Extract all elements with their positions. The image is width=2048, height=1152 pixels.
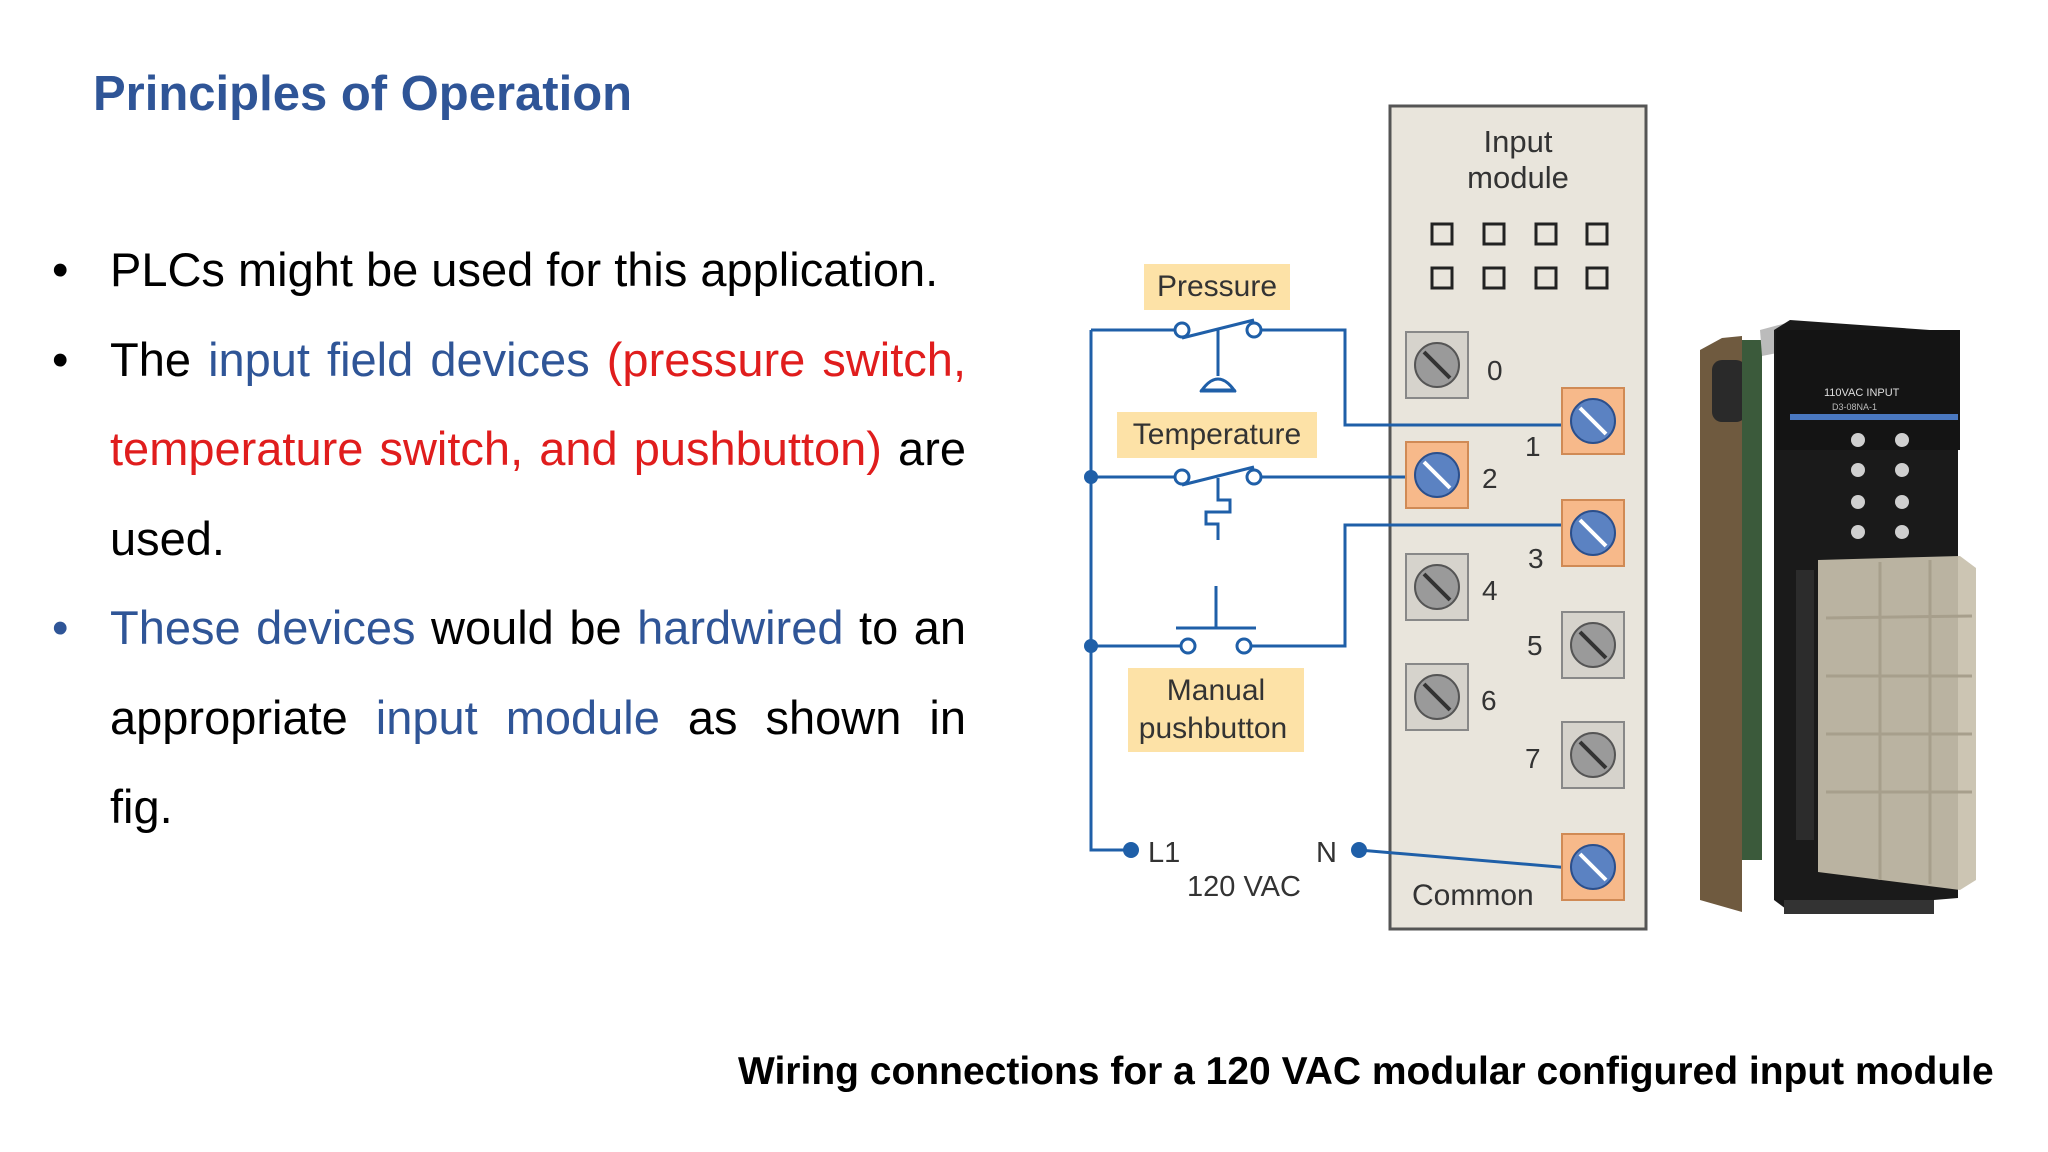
bullet-item: These devices would be hardwired to an a…	[46, 583, 966, 852]
bullet-item: PLCs might be used for this application.	[46, 225, 966, 315]
bullet-text-segment: input module	[375, 690, 660, 744]
terminal-4	[1405, 553, 1469, 621]
photo-module-label: 110VAC INPUT	[1824, 387, 1900, 399]
terminal-0	[1405, 331, 1469, 399]
bullet-text-segment: as shown in fig.	[110, 690, 966, 834]
terminal-6	[1405, 663, 1469, 731]
terminal-number: 3	[1528, 543, 1544, 574]
input-module-label: Input	[1484, 124, 1553, 159]
terminal-number: 1	[1525, 431, 1541, 462]
terminal-number: 0	[1487, 355, 1503, 386]
slide-title: Principles of Operation	[93, 67, 633, 121]
terminal-number: 7	[1525, 743, 1541, 774]
manual-pushbutton-label-box	[1128, 668, 1304, 752]
manual-pushbutton-label: pushbutton	[1139, 712, 1287, 745]
pressure-switch-symbol	[1173, 318, 1263, 393]
common-label: Common	[1412, 879, 1534, 912]
terminal-numbers: 0 1 2 3 4 5 6 7	[1481, 355, 1544, 774]
bullet-text-segment: The	[110, 332, 209, 386]
terminal-2	[1405, 441, 1469, 509]
terminal-common	[1561, 833, 1625, 901]
input-module-label: module	[1467, 160, 1569, 195]
bullet-text-segment: These devices	[110, 601, 416, 654]
bullet-item: The input field devices (pressure switch…	[46, 315, 966, 584]
terminal-number: 2	[1482, 463, 1498, 494]
bullet-text-segment: are used.	[110, 422, 966, 565]
terminal-5	[1561, 611, 1625, 679]
l1-label: L1	[1148, 837, 1180, 869]
pushbutton-symbol	[1176, 586, 1256, 655]
bullet-text-segment: hardwired	[637, 601, 844, 654]
terminal-number: 6	[1481, 685, 1497, 716]
terminal-7	[1561, 721, 1625, 789]
pressure-label-box	[1144, 264, 1290, 310]
n-label: N	[1316, 837, 1337, 869]
bullet-text-segment: PLCs might be used for this application.	[110, 243, 939, 296]
pressure-label: Pressure	[1157, 270, 1277, 303]
photo-module-label: D3-08NA-1	[1832, 402, 1877, 412]
status-indicators	[1430, 222, 1609, 290]
input-module-photo: 110VAC INPUT D3-08NA-1	[1700, 320, 1976, 914]
terminal-number: 5	[1527, 630, 1543, 661]
terminal-3	[1561, 499, 1625, 567]
temperature-label: Temperature	[1133, 418, 1301, 451]
bullet-text-segment: input field devices	[208, 332, 590, 386]
junction-dots	[1084, 470, 1367, 858]
voltage-label: 120 VAC	[1187, 871, 1301, 903]
terminal-screws	[1405, 331, 1625, 901]
manual-pushbutton-label: Manual	[1167, 674, 1265, 707]
figure-caption: Wiring connections for a 120 VAC modular…	[738, 1050, 1994, 1093]
terminal-1	[1561, 387, 1625, 455]
wiring	[1089, 328, 1595, 872]
temperature-label-box	[1117, 412, 1317, 458]
bullet-text-segment: (pressure switch, temperature switch, an…	[110, 332, 966, 476]
bullet-text-segment: would be	[415, 601, 638, 654]
bullet-list: PLCs might be used for this application.…	[46, 225, 966, 852]
bullet-text-segment: to an appropriate	[110, 601, 966, 744]
temperature-switch-symbol	[1173, 465, 1263, 540]
terminal-number: 4	[1482, 575, 1498, 606]
